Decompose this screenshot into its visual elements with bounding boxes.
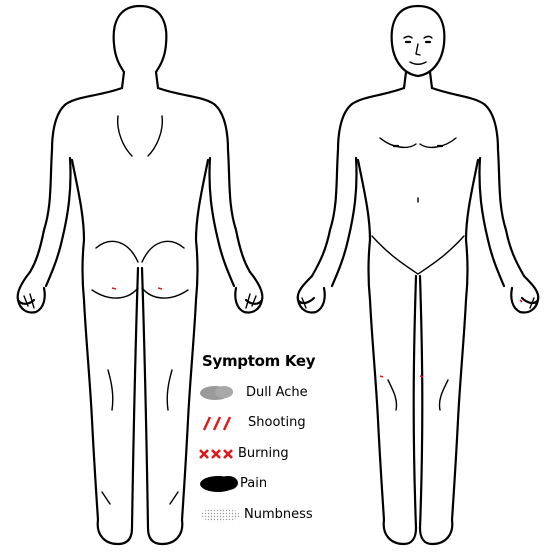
shooting-icon bbox=[198, 414, 244, 432]
key-label-shooting: Shooting bbox=[248, 415, 306, 430]
pain-icon bbox=[198, 475, 244, 493]
key-item-dull-ache: Dull Ache bbox=[198, 382, 358, 404]
key-label-pain: Pain bbox=[240, 476, 267, 491]
key-item-shooting: Shooting bbox=[198, 412, 358, 434]
key-item-numbness: Numbness bbox=[198, 504, 358, 526]
key-item-pain: Pain bbox=[198, 473, 358, 495]
symptom-key-title: Symptom Key bbox=[202, 352, 315, 370]
numbness-icon bbox=[198, 506, 244, 524]
front-view-figure bbox=[276, 0, 553, 554]
front-body-outline bbox=[276, 0, 553, 554]
key-item-burning: Burning bbox=[198, 443, 358, 465]
dull-ache-icon bbox=[198, 384, 244, 402]
key-label-dull-ache: Dull Ache bbox=[246, 385, 308, 400]
back-body-outline bbox=[0, 0, 276, 554]
back-view-figure bbox=[0, 0, 276, 554]
key-label-burning: Burning bbox=[238, 446, 289, 461]
key-label-numbness: Numbness bbox=[244, 507, 313, 522]
